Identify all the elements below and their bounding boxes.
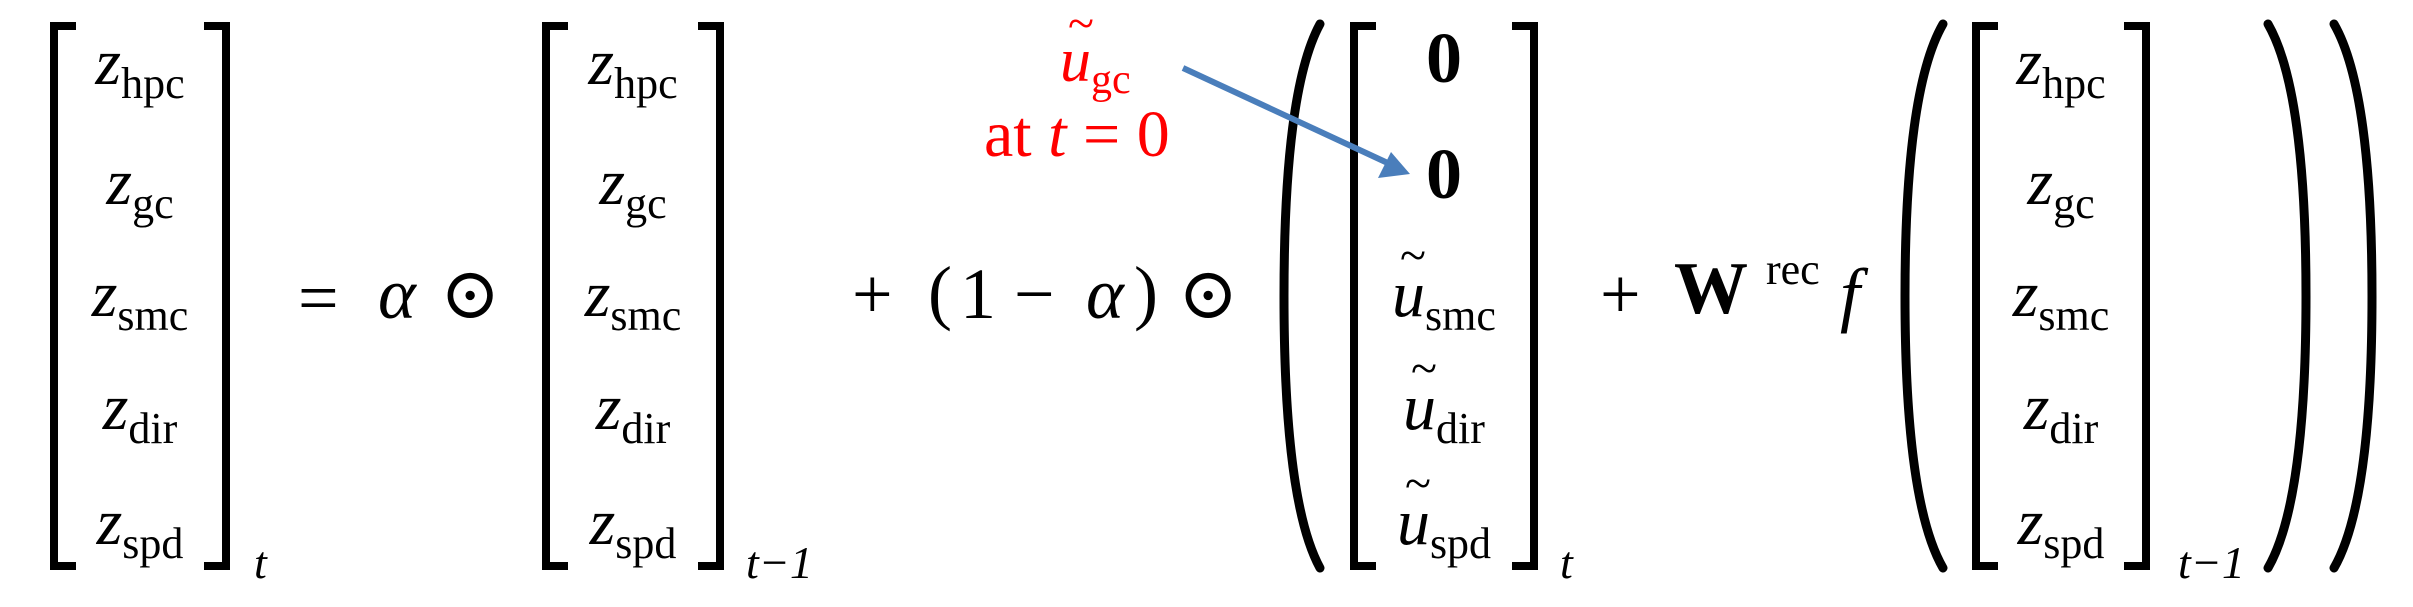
- annotation-u: u: [1060, 0, 1094, 92]
- annotation-label-time: at t = 0: [984, 102, 1170, 168]
- term3-var: z: [2017, 486, 2044, 559]
- plus-sign-3: +: [1600, 254, 1641, 334]
- term1-entry-gc: zgc: [570, 150, 696, 226]
- term1-sub: smc: [610, 291, 682, 340]
- term1-sub: dir: [621, 404, 671, 453]
- term1-var: z: [595, 371, 622, 444]
- term1-sub: hpc: [614, 59, 678, 108]
- term3-entry-dir: zdir: [2000, 375, 2122, 451]
- lhs-var: z: [95, 26, 122, 99]
- lhs-entry-dir: zdir: [78, 375, 202, 451]
- hadamard-op-1: ⊙: [440, 254, 501, 334]
- coef-alpha: α: [1086, 254, 1124, 334]
- equals-sign: =: [298, 258, 339, 338]
- term1-entry-hpc: zhpc: [570, 30, 696, 106]
- term2-outer-right-paren: [2329, 19, 2377, 573]
- term2-right-bracket: [1512, 22, 1538, 570]
- coef-close-paren: ): [1134, 252, 1158, 332]
- term3-subscript: t−1: [2178, 537, 2245, 588]
- lhs-sub: hpc: [121, 59, 185, 108]
- lhs-sub: spd: [122, 519, 184, 568]
- term3-var: z: [2016, 26, 2043, 99]
- term3-sub: gc: [2053, 179, 2095, 228]
- annotation-sub: gc: [1091, 57, 1131, 103]
- lhs-left-bracket: [50, 22, 76, 570]
- lhs-right-bracket: [204, 22, 230, 570]
- term2-entry-zero-2: 0: [1378, 138, 1510, 210]
- weight-matrix: W: [1674, 248, 1748, 330]
- lhs-var: z: [102, 371, 129, 444]
- annotation-arrow: [1181, 65, 1410, 178]
- term2-entry-spd: uspd: [1378, 460, 1510, 566]
- term2-var: u: [1392, 232, 1426, 328]
- term2-zero: 0: [1426, 18, 1462, 98]
- term3-var: z: [2023, 371, 2050, 444]
- lhs-var: z: [91, 258, 118, 331]
- term2-sub: spd: [1429, 519, 1492, 568]
- annotation-at: at: [984, 98, 1032, 171]
- plus-sign-2: +: [852, 254, 893, 334]
- term1-var: z: [584, 258, 611, 331]
- term1-entry-smc: zsmc: [570, 262, 696, 338]
- term2-entry-zero-1: 0: [1378, 22, 1510, 94]
- term3-sub: dir: [2049, 404, 2099, 453]
- term3-sub: hpc: [2042, 59, 2106, 108]
- term1-right-bracket: [698, 22, 724, 570]
- term3-left-bracket: [1972, 22, 1998, 570]
- term3-outer-left-paren: [1900, 19, 1948, 573]
- term3-right-bracket: [2124, 22, 2150, 570]
- term2-var: u: [1397, 460, 1431, 556]
- term3-sub: spd: [2043, 519, 2105, 568]
- weight-superscript: rec: [1766, 245, 1820, 294]
- term2-entry-dir: udir: [1378, 345, 1510, 451]
- term1-sub: gc: [625, 179, 667, 228]
- lhs-var: z: [106, 146, 133, 219]
- term1-sub: spd: [615, 519, 677, 568]
- lhs-subscript: t: [254, 537, 267, 588]
- annotation-label-var: ugc: [1060, 0, 1131, 101]
- term3-var: z: [2027, 146, 2054, 219]
- term1-var: z: [588, 26, 615, 99]
- term3-sub: smc: [2038, 291, 2110, 340]
- annotation-t: t: [1048, 98, 1067, 171]
- hadamard-op-2: ⊙: [1178, 254, 1239, 334]
- term2-zero: 0: [1426, 134, 1462, 214]
- term1-subscript: t−1: [746, 537, 813, 588]
- annotation-eq: = 0: [1082, 98, 1170, 171]
- term3-var: z: [2012, 258, 2039, 331]
- term1-entry-dir: zdir: [570, 375, 696, 451]
- lhs-entry-spd: zspd: [78, 490, 202, 566]
- term1-var: z: [589, 486, 616, 559]
- activation-func: f: [1840, 254, 1861, 334]
- coef-open-paren: (: [928, 252, 952, 332]
- term2-sub: smc: [1425, 291, 1496, 340]
- lhs-entry-smc: zsmc: [78, 262, 202, 338]
- term2-left-paren: [1279, 19, 1325, 573]
- term3-entry-smc: zsmc: [2000, 262, 2122, 338]
- coef-minus: −: [1014, 254, 1055, 334]
- term3-entry-spd: zspd: [2000, 490, 2122, 566]
- term1-left-bracket: [542, 22, 568, 570]
- term2-var: u: [1403, 345, 1437, 441]
- lhs-entry-gc: zgc: [78, 150, 202, 226]
- term2-left-bracket: [1350, 22, 1376, 570]
- term1-entry-spd: zspd: [570, 490, 696, 566]
- term2-entry-smc: usmc: [1378, 232, 1510, 338]
- term2-subscript: t: [1560, 537, 1573, 588]
- term1-var: z: [599, 146, 626, 219]
- lhs-sub: gc: [132, 179, 174, 228]
- term2-sub: dir: [1436, 404, 1485, 453]
- alpha-coef: α: [378, 254, 416, 334]
- lhs-var: z: [96, 486, 123, 559]
- coef-one: 1: [960, 254, 996, 334]
- lhs-entry-hpc: zhpc: [78, 30, 202, 106]
- lhs-sub: dir: [128, 404, 178, 453]
- term3-entry-hpc: zhpc: [2000, 30, 2122, 106]
- lhs-sub: smc: [117, 291, 189, 340]
- term3-entry-gc: zgc: [2000, 150, 2122, 226]
- term3-inner-right-paren: [2263, 19, 2311, 573]
